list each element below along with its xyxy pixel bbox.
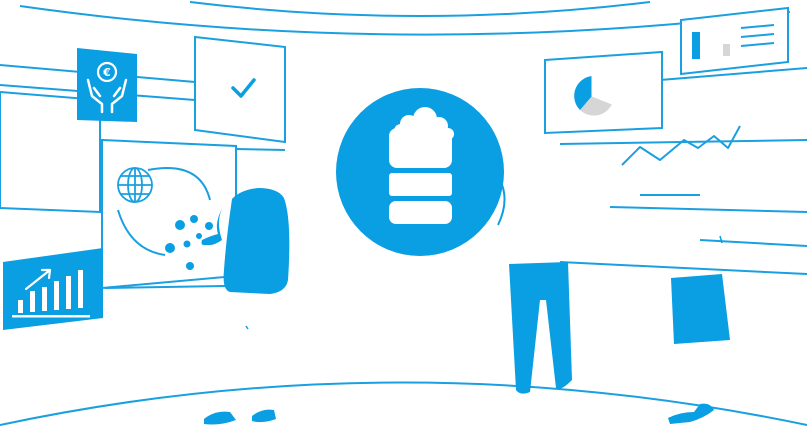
person-left-arm <box>201 205 224 246</box>
particle-dot <box>196 233 202 239</box>
wall-line-right-3 <box>609 206 807 213</box>
person-right <box>668 235 730 424</box>
particle-dot <box>183 240 191 248</box>
particle-dot <box>165 243 175 253</box>
ceiling-curve <box>19 5 791 36</box>
person-middle-legs <box>509 262 572 394</box>
panel-legend-chart <box>680 6 789 76</box>
database-cloud-icon <box>389 107 454 224</box>
person-middle <box>497 179 572 394</box>
database-emblem <box>336 88 504 256</box>
person-left-torso <box>223 188 290 294</box>
legend-bar-blue <box>692 32 700 59</box>
globe-icon <box>117 167 153 203</box>
particle-dot <box>186 262 194 270</box>
person-right-shoe <box>668 403 714 424</box>
wall-line-mid <box>234 148 286 151</box>
panel-checkmark <box>194 35 286 144</box>
particle-dot <box>190 215 198 223</box>
wall-line-right-2 <box>559 139 807 145</box>
euro-coin-icon: € <box>96 61 118 83</box>
svg-text:€: € <box>102 66 111 79</box>
particle-dot <box>205 222 213 230</box>
panel-left-blank <box>0 90 101 214</box>
floor-curve <box>0 381 807 426</box>
person-left-shoe-2 <box>252 409 276 423</box>
wall-line-right-4 <box>559 261 807 275</box>
particle-dots <box>165 215 213 270</box>
person-left-shoe-1 <box>204 411 236 425</box>
ceiling-curve-top <box>189 1 651 17</box>
person-middle-torso-edge <box>497 179 506 226</box>
person-left <box>201 188 290 425</box>
panel-bar-chart <box>3 248 103 330</box>
floor-line-left <box>104 285 226 289</box>
legend-bar-gray <box>723 44 730 56</box>
person-right-skirt <box>671 274 730 344</box>
legend-lines <box>740 24 775 47</box>
checkmark-icon <box>231 78 256 98</box>
bar-chart-growth-icon <box>12 270 90 318</box>
panel-globe <box>101 138 237 290</box>
orbit-arc <box>147 167 211 201</box>
hands-icon <box>86 78 128 114</box>
wall-line-right-6 <box>699 239 807 247</box>
wall-line-right-1 <box>659 67 807 81</box>
line-chart-icon <box>621 125 741 166</box>
pie-chart-icon <box>574 75 615 116</box>
panel-euro-hands: € <box>77 48 137 122</box>
panel-pie-chart <box>544 50 663 135</box>
growth-arrow <box>24 268 52 291</box>
orbit-arc-lower <box>117 209 166 256</box>
particle-dot <box>175 220 185 230</box>
